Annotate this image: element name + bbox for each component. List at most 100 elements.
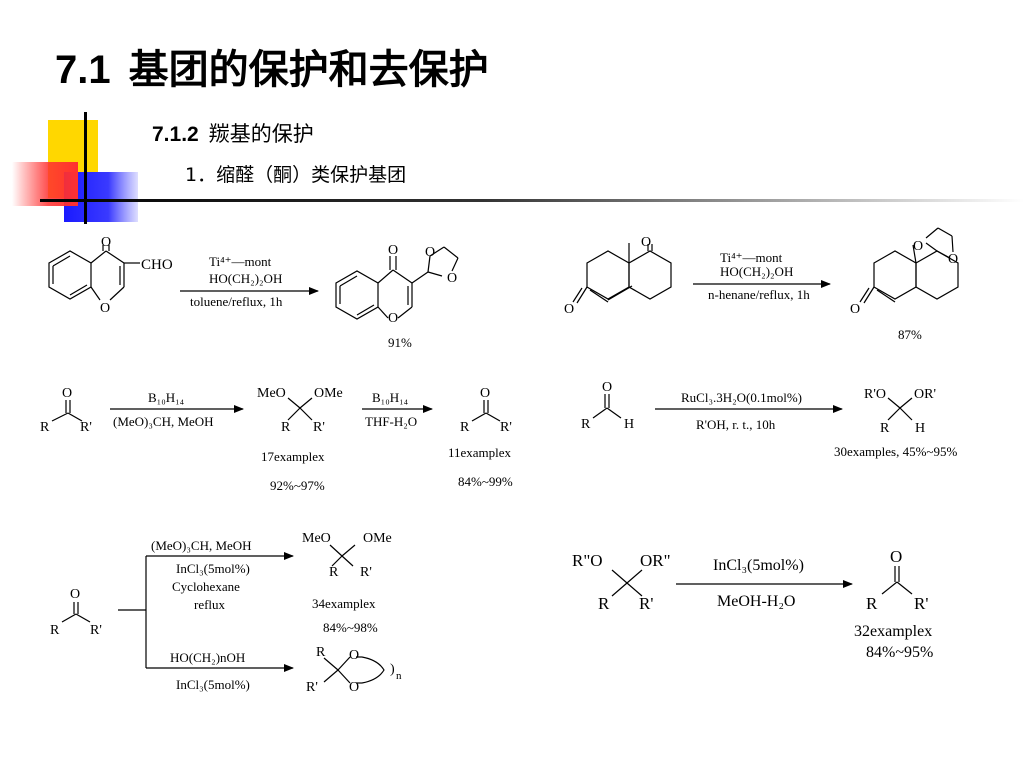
r2a-reactant-r: R bbox=[40, 420, 50, 435]
r3b-reactant-orpp2: OR" bbox=[640, 551, 671, 570]
r3a-upper-ome: OMe bbox=[363, 531, 392, 546]
r1b-product-o1: O bbox=[913, 239, 923, 254]
aldehyde-structure-r2b bbox=[592, 394, 622, 419]
r3a-lower-paren: ) bbox=[390, 662, 395, 677]
r3b-examples: 32examplex bbox=[854, 623, 932, 640]
r2a-product-o: O bbox=[480, 386, 490, 401]
r3b-product-rp: R' bbox=[914, 594, 928, 613]
title-text: 基团的保护和去保护 bbox=[128, 47, 489, 93]
r2b-product-h: H bbox=[915, 421, 925, 436]
r3a-lower-rp: R' bbox=[306, 680, 318, 695]
ketone-structure-r2a bbox=[51, 400, 83, 422]
r3b-reactant-r: R bbox=[598, 594, 610, 613]
r1b-product-o3: O bbox=[850, 302, 860, 317]
branch-connector bbox=[118, 556, 147, 668]
r2a-reactant-rp: R' bbox=[80, 420, 92, 435]
ketone-product-structure-r2a bbox=[471, 400, 501, 422]
r3a-reactant-rp: R' bbox=[90, 623, 102, 638]
r2a-ketal-yield: 92%~97% bbox=[270, 478, 325, 493]
r2a-reactant-o: O bbox=[62, 386, 72, 401]
r2b-arrow-top: RuCl₃.3H₂O(0.1mol%) bbox=[681, 390, 802, 405]
r1b-cond-bottom: n-henane/reflux, 1h bbox=[708, 287, 810, 302]
r2a-product-r: R bbox=[460, 420, 470, 435]
r2a-ketal-r: R bbox=[281, 420, 291, 435]
r2b-reactant-o: O bbox=[602, 380, 612, 395]
r3a-lower-o1: O bbox=[349, 648, 359, 663]
subtitle-number: 7.1.2 bbox=[152, 123, 199, 146]
acetal-structure-r2b bbox=[887, 397, 913, 421]
r1a-product-ketal-o1: O bbox=[425, 245, 435, 260]
r1a-product-ketal-o2: O bbox=[447, 271, 457, 286]
r3a-reactant-o: O bbox=[70, 587, 80, 602]
r3a-upper-b2: Cyclohexane bbox=[172, 579, 240, 594]
r3b-product-o: O bbox=[890, 547, 902, 566]
ketal-structure-r3b bbox=[611, 569, 643, 597]
r2a-ketal-rp: R' bbox=[313, 420, 325, 435]
ketone-product-structure-r3b bbox=[881, 566, 913, 595]
r1a-cond-bottom: toluene/reflux, 1h bbox=[190, 294, 283, 309]
r2a-arrow1-top: B₁₀H₁₄ bbox=[148, 390, 185, 405]
horizontal-rule bbox=[40, 199, 1024, 202]
r2a-ketal-examples: 17examplex bbox=[261, 449, 325, 464]
r3b-yield: 84%~95% bbox=[866, 644, 933, 661]
r2a-arrow1-bottom: (MeO)₃CH, MeOH bbox=[113, 414, 214, 429]
r2a-ketal-ome: OMe bbox=[314, 386, 343, 401]
r2a-product-rp: R' bbox=[500, 420, 512, 435]
r1a-reactant-group: CHO bbox=[141, 257, 173, 273]
decorative-color-blocks bbox=[12, 112, 138, 224]
r2a-arrow2-bottom: THF-H₂O bbox=[365, 414, 417, 429]
section-heading: 1．缩醛（酮）类保护基团 bbox=[185, 164, 407, 186]
r2b-reactant-h: H bbox=[624, 417, 634, 432]
chromone-dioxolane-structure bbox=[335, 246, 459, 320]
page-title: 7.1 基团的保护和去保护 bbox=[55, 46, 489, 94]
r3a-upper-yield: 84%~98% bbox=[323, 620, 378, 635]
red-block bbox=[12, 162, 78, 206]
monoketal-structure bbox=[859, 227, 959, 304]
r1a-cond-mid: HO(CH₂)₂OH bbox=[209, 271, 282, 286]
title-number: 7.1 bbox=[55, 48, 111, 92]
r3a-upper-rp: R' bbox=[360, 565, 372, 580]
r2b-reactant-r: R bbox=[581, 417, 591, 432]
dimethyl-ketal-structure-r2a bbox=[287, 397, 313, 421]
r2a-product-yield: 84%~99% bbox=[458, 474, 513, 489]
dimethyl-ketal-structure-r3a bbox=[329, 544, 356, 567]
r3b-reactant-orpp1: R"O bbox=[572, 551, 603, 570]
r3a-upper-b1: InCl₃(5mol%) bbox=[176, 561, 250, 576]
r2a-product-examples: 11examplex bbox=[448, 445, 512, 460]
cyclic-ketal-structure-r3a bbox=[323, 656, 385, 684]
r3a-lower-o2: O bbox=[349, 680, 359, 695]
vertical-rule bbox=[84, 112, 87, 224]
subtitle-text: 羰基的保护 bbox=[208, 122, 314, 146]
r1b-reactant-o2: O bbox=[564, 302, 574, 317]
r3a-lower-n: n bbox=[396, 670, 402, 682]
r2b-result: 30examples, 45%~95% bbox=[834, 444, 957, 459]
r3a-lower-top: HO(CH₂)nOH bbox=[170, 650, 245, 665]
r1b-reactant-o1: O bbox=[641, 235, 651, 250]
ketone-structure-r3a bbox=[61, 602, 91, 623]
r1b-cond-top: Ti⁴⁺—mont bbox=[720, 250, 783, 265]
r1a-yield: 91% bbox=[388, 335, 412, 350]
r1b-yield: 87% bbox=[898, 327, 922, 342]
r2a-arrow2-top: B₁₀H₁₄ bbox=[372, 390, 409, 405]
r1a-cond-top: Ti⁴⁺—mont bbox=[209, 254, 272, 269]
wieland-miescher-ketone-structure bbox=[572, 243, 672, 304]
r3b-arrow-bottom: MeOH-H₂O bbox=[717, 593, 795, 610]
r3b-arrow-top: InCl₃(5mol%) bbox=[713, 557, 804, 574]
r3a-lower-r: R bbox=[316, 645, 326, 660]
r2a-ketal-meo: MeO bbox=[257, 386, 286, 401]
page-subtitle: 7.1.2 羰基的保护 bbox=[152, 118, 314, 148]
r2b-product-orp2: OR' bbox=[914, 387, 936, 402]
r3b-product-r: R bbox=[866, 594, 878, 613]
r2b-arrow-bottom: R'OH, r. t., 10h bbox=[696, 417, 776, 432]
r2b-product-orp1: R'O bbox=[864, 387, 886, 402]
r3a-upper-b3: reflux bbox=[194, 597, 226, 612]
chromone-aldehyde-structure bbox=[48, 245, 140, 301]
r1a-product-o: O bbox=[388, 243, 398, 258]
r3a-upper-top: (MeO)₃CH, MeOH bbox=[151, 538, 252, 553]
r1a-product-ring-o: O bbox=[388, 311, 398, 326]
r1a-reactant-ring-o: O bbox=[100, 301, 110, 316]
r1a-reactant-o: O bbox=[101, 235, 111, 250]
r1b-product-o2: O bbox=[948, 252, 958, 267]
